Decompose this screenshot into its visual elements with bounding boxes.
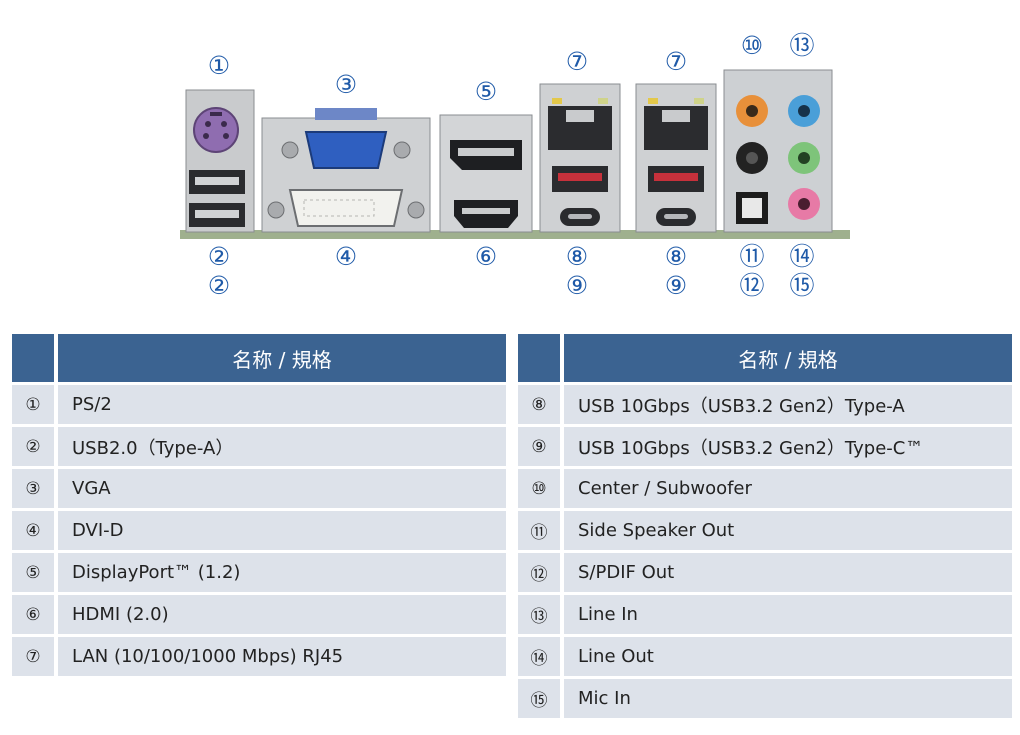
callout-usb-c-2: ⑨ (664, 271, 688, 300)
row-name: USB 10Gbps（USB3.2 Gen2）Type-C™ (564, 427, 1012, 466)
callout-vga: ③ (334, 70, 358, 99)
lan-usb-stack-1 (539, 83, 621, 233)
row-name: DisplayPort™ (1.2) (58, 553, 506, 592)
callout-line-out: ⑭ (789, 242, 815, 271)
callout-ps2: ① (207, 51, 231, 80)
row-name: Line Out (564, 637, 1012, 676)
row-number: ③ (12, 469, 58, 508)
row-number: ⑫ (518, 553, 564, 592)
header-title: 名称 / 規格 (564, 334, 1012, 382)
row-name: VGA (58, 469, 506, 508)
row-name: Center / Subwoofer (564, 469, 1012, 508)
callout-usb2-bottom: ② (207, 271, 231, 300)
row-name: S/PDIF Out (564, 553, 1012, 592)
vga-dvi-stack (261, 108, 431, 233)
io-panel-illustration: ① ② ② ③ ④ ⑤ ⑥ ⑦ ⑦ ⑧ ⑨ ⑧ ⑨ ⑩ ⑬ ⑪ ⑫ ⑭ ⑮ (0, 0, 1020, 310)
callout-line-in: ⑬ (789, 31, 815, 60)
audio-stack (723, 69, 833, 233)
row-name: LAN (10/100/1000 Mbps) RJ45 (58, 637, 506, 676)
motherboard-io-photo (180, 69, 850, 239)
dp-hdmi-stack (439, 114, 533, 233)
dvi-port (288, 189, 404, 227)
callout-usb2-top: ② (207, 242, 231, 271)
ps2-usb2-stack (185, 89, 255, 233)
callout-displayport: ⑤ (474, 77, 498, 106)
row-name: Side Speaker Out (564, 511, 1012, 550)
row-number: ⑩ (518, 469, 564, 508)
callout-lan-1: ⑦ (565, 47, 589, 76)
callout-usb-c-1: ⑨ (565, 271, 589, 300)
ps2-port (193, 107, 239, 153)
callout-usb-a-2: ⑧ (664, 242, 688, 271)
vga-port (304, 131, 388, 169)
row-name: Mic In (564, 679, 1012, 718)
callout-dvi: ④ (334, 242, 358, 271)
row-number: ④ (12, 511, 58, 550)
row-number: ⑮ (518, 679, 564, 718)
header-title: 名称 / 規格 (58, 334, 506, 382)
table-header-row: 名称 / 規格 (12, 334, 506, 382)
row-name: DVI-D (58, 511, 506, 550)
callout-side-speaker: ⑪ (739, 242, 765, 271)
callout-usb-a-1: ⑧ (565, 242, 589, 271)
callout-hdmi: ⑥ (474, 242, 498, 271)
callout-lan-2: ⑦ (664, 47, 688, 76)
callout-center-sub: ⑩ (740, 31, 764, 60)
row-number: ⑥ (12, 595, 58, 634)
row-number: ② (12, 427, 58, 466)
header-number-cell (518, 334, 564, 382)
row-number: ⑦ (12, 637, 58, 676)
table-header-row: 名称 / 規格 (518, 334, 1012, 382)
row-number: ⑨ (518, 427, 564, 466)
row-name: USB 10Gbps（USB3.2 Gen2）Type-A (564, 385, 1012, 424)
row-number: ⑪ (518, 511, 564, 550)
row-name: USB2.0（Type-A） (58, 427, 506, 466)
row-number: ⑤ (12, 553, 58, 592)
row-number: ⑧ (518, 385, 564, 424)
row-number: ① (12, 385, 58, 424)
lan-usb-stack-2 (635, 83, 717, 233)
row-name: PS/2 (58, 385, 506, 424)
pcb-edge (180, 230, 850, 239)
callout-spdif: ⑫ (739, 271, 765, 300)
header-number-cell (12, 334, 58, 382)
row-number: ⑬ (518, 595, 564, 634)
callout-mic-in: ⑮ (789, 271, 815, 300)
row-name: HDMI (2.0) (58, 595, 506, 634)
row-number: ⑭ (518, 637, 564, 676)
row-name: Line In (564, 595, 1012, 634)
